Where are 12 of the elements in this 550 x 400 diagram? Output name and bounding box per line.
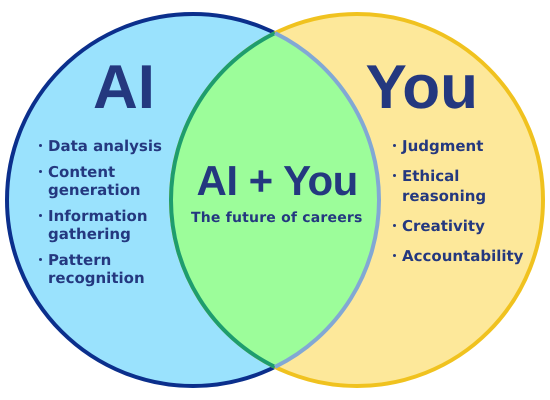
list-item: Accountability <box>402 246 524 266</box>
list-item: Judgment <box>402 136 484 156</box>
list-item: Ethical reasoning <box>402 166 487 206</box>
overlap-subtitle: The future of careers <box>191 211 363 226</box>
list-item: Data analysis <box>48 136 163 154</box>
list-item: Content generation <box>48 162 142 198</box>
list-item: Creativity <box>402 216 486 236</box>
circle-title: AI <box>93 57 155 119</box>
list-item: Pattern recognition <box>48 250 146 286</box>
list-item: Information gathering <box>48 206 149 242</box>
circle-title: You <box>366 57 478 119</box>
overlap-title: AI + You <box>196 160 358 202</box>
